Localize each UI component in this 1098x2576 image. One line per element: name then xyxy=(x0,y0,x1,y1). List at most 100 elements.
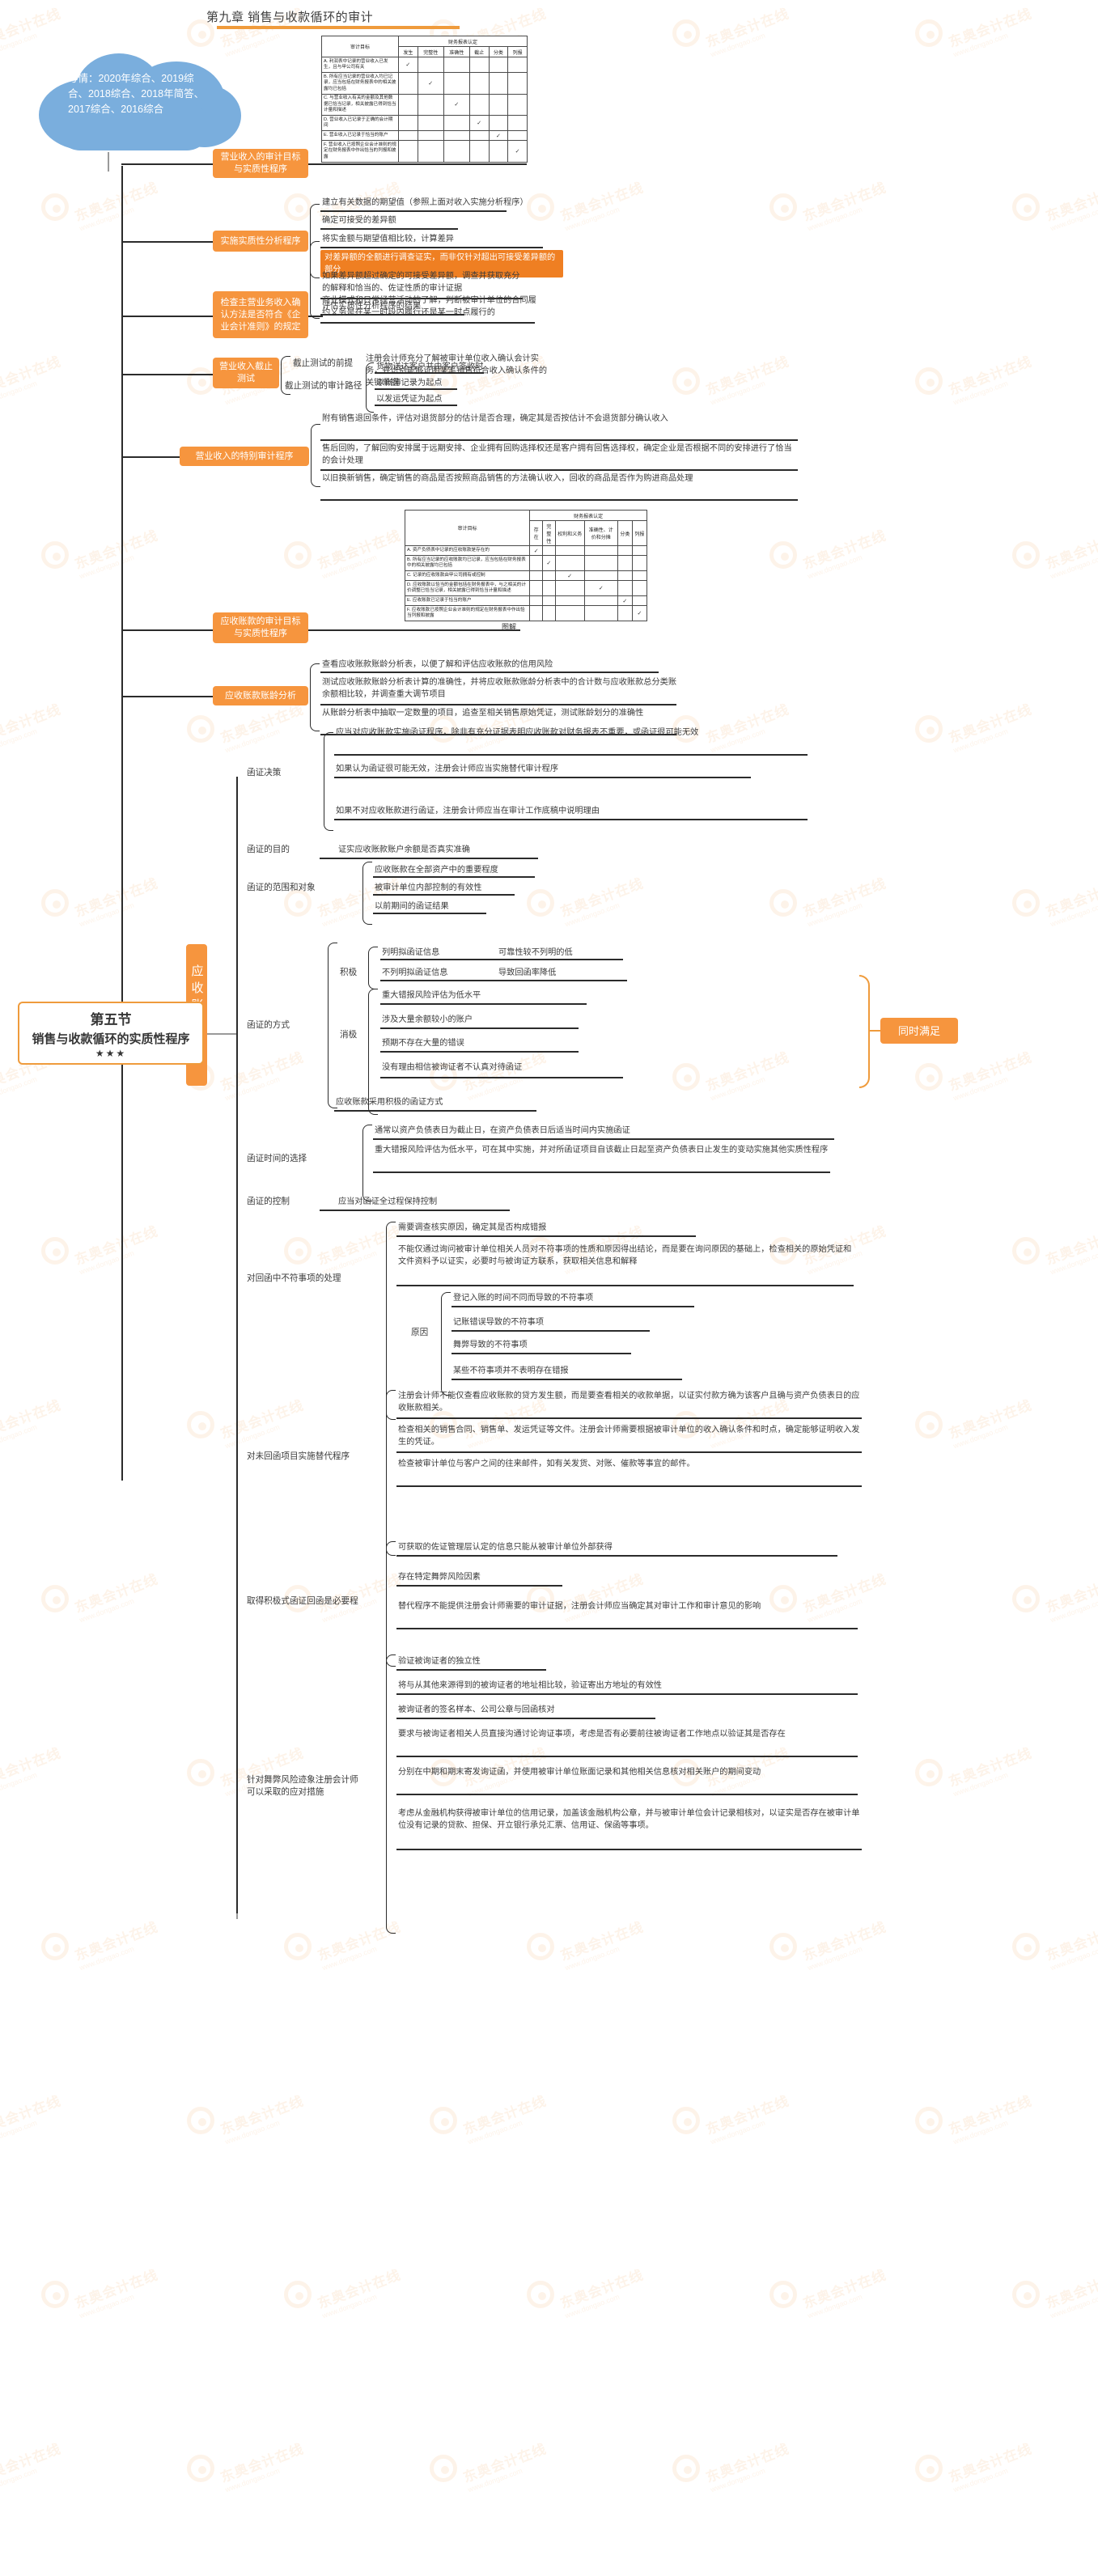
leaf-item: 应收账款在全部资产中的重要程度 xyxy=(375,866,498,875)
branch-revenue-objective[interactable]: 营业收入的审计目标与实质性程序 xyxy=(213,149,308,178)
central-topic-title: 销售与收款循环的实质性程序 xyxy=(32,1032,190,1046)
row-label: D. 营业收入已记录于正确的会计期间 xyxy=(321,115,399,131)
leaf-item: 被询证者的签名样本、公司公章与回函核对 xyxy=(398,1705,555,1714)
underline xyxy=(320,469,798,471)
row-label: A. 利润表中记录的营业收入已发生，且与甲公司有关 xyxy=(321,57,399,73)
branch-special-procedures[interactable]: 营业收入的特别审计程序 xyxy=(180,447,309,466)
watermark-logo-icon xyxy=(915,367,943,395)
underline xyxy=(396,1417,862,1419)
watermark-logo-icon xyxy=(915,2455,943,2482)
th-row-header: 审计目标 xyxy=(404,510,531,546)
branch-label: 应收账款账龄分析 xyxy=(225,690,296,701)
connector-elbow xyxy=(310,241,320,319)
th-occurrence: 发生 xyxy=(398,46,418,57)
watermark-logo-icon xyxy=(915,2107,943,2134)
underline xyxy=(396,1669,546,1671)
watermark-logo-icon xyxy=(915,1063,943,1091)
branch-cutoff-test[interactable]: 营业收入截止测试 xyxy=(213,358,279,388)
th-classification: 分类 xyxy=(617,520,633,546)
sub-label-decision: 函证决策 xyxy=(247,768,282,777)
connector-elbow xyxy=(324,732,333,831)
connector-elbow xyxy=(310,663,320,731)
watermark-logo-icon xyxy=(672,2455,701,2482)
watermark-logo-icon xyxy=(769,193,798,221)
leaf-item: 检查相关的销售合同、销售单、发运凭证等文件。注册会计师需要根据被审计单位的收入确… xyxy=(398,1426,860,1447)
leaf-item: 不列明拟函证信息 xyxy=(382,968,448,977)
leaf-item: 可靠性较不列明的低 xyxy=(498,948,573,957)
sub-label: 截止测试的审计路径 xyxy=(285,381,362,391)
central-topic[interactable]: 第五节 销售与收款循环的实质性程序 ★★★ xyxy=(18,1002,204,1065)
underline xyxy=(380,980,627,981)
leaf-item: 通常以资产负债表日为截止日，在资产负债表日后适当时间内实施函证 xyxy=(375,1126,630,1135)
table-row: F. 应收账款已按照企业会计准则的规定在财务报表中作出恰当列报和披露✓ xyxy=(404,605,648,621)
branch-revenue-recognition[interactable]: 检查主营业务收入确认方法是否符合《企业会计准则》的规定 xyxy=(213,291,308,338)
th-col-group: 财务报表认定 xyxy=(398,36,528,47)
central-topic-stars: ★★★ xyxy=(95,1047,127,1059)
leaf-item: 应当对应收账款实施函证程序，除非有充分证据表明应收账款对财务报表不重要，或函证很… xyxy=(336,728,699,737)
underline xyxy=(396,1756,858,1757)
branch-analytical-procedures[interactable]: 实施实质性分析程序 xyxy=(213,231,308,252)
connector-elbow xyxy=(366,362,374,413)
leaf-item: 如果认为函证很可能无效，注册会计师应当实施替代审计程序 xyxy=(336,765,559,773)
connector xyxy=(121,316,214,317)
branch-aging-analysis[interactable]: 应收账款账龄分析 xyxy=(213,686,308,705)
leaf-item: 涉及大量余额较小的账户 xyxy=(382,1015,473,1024)
leaf-item: 检查被审计单位与客户之间的往来邮件，如有关发货、对账、催款等事宜的邮件。 xyxy=(398,1460,695,1468)
watermark-logo-icon xyxy=(41,193,70,221)
watermark-logo-icon xyxy=(915,19,943,47)
underline xyxy=(375,388,457,390)
watermark-logo-icon xyxy=(672,1063,701,1091)
connector-elbow xyxy=(386,1390,396,1556)
th-accuracy: 准确性 xyxy=(443,46,470,57)
leaf-item: 存在特定舞弊风险因素 xyxy=(398,1573,481,1582)
row-label: B. 所有应当记录的应收账款均已记录，应当包括在财务报表中的相关披露均已包括 xyxy=(404,555,531,571)
badge-connector xyxy=(870,1030,880,1032)
underline xyxy=(396,1794,858,1795)
watermark-logo-icon xyxy=(430,2455,458,2482)
confirmation-spine xyxy=(236,777,238,1913)
underline xyxy=(396,1628,858,1629)
underline xyxy=(375,372,484,374)
badge-label: 同时满足 xyxy=(897,1024,940,1037)
leaf-item: 注册会计师不能仅查看应收账款的贷方发生额，而是要查看相关的收款单据，以证实付款方… xyxy=(398,1392,860,1413)
leaf-item: 如果不对应收账款进行函证，注册会计师应当在审计工作底稿中说明理由 xyxy=(336,807,600,816)
watermark-logo-icon xyxy=(672,367,701,395)
leaf-item: 附有销售退回条件，评估对退货部分的估计是否合理，确定其是否按估计不会退货部分确认… xyxy=(322,414,668,423)
underline xyxy=(380,1003,587,1005)
connector xyxy=(121,456,181,458)
watermark-logo-icon xyxy=(284,541,312,569)
watermark-logo-icon xyxy=(1012,193,1041,221)
underline xyxy=(320,439,798,441)
watermark-logo-icon xyxy=(915,1411,943,1438)
leaf-item: 将与从其他来源得到的被询证者的地址相比较，验证寄出方地址的有效性 xyxy=(398,1681,662,1690)
connector xyxy=(308,163,527,165)
underline xyxy=(320,247,543,248)
underline xyxy=(373,913,486,914)
leaf-item: 评估实质性分析程序的结果 xyxy=(322,302,422,311)
exam-info-cloud: 考情：2020年综合、2019综合、2018综合、2018年简答、2017综合、… xyxy=(24,47,251,152)
branch-receivable-objective[interactable]: 应收账款的审计目标与实质性程序 xyxy=(213,612,308,643)
callout-arrow xyxy=(379,263,390,270)
sub-label-reason: 原因 xyxy=(411,1328,429,1337)
underline xyxy=(320,322,535,324)
underline xyxy=(320,858,538,859)
leaf-item: 可获取的佐证管理层认定的信息只能从被审计单位外部获得 xyxy=(398,1543,613,1552)
watermark-logo-icon xyxy=(527,889,555,917)
underline xyxy=(373,1171,830,1173)
connector-elbow xyxy=(311,424,320,487)
connector xyxy=(121,374,214,375)
underline xyxy=(396,1849,862,1850)
watermark-logo-icon xyxy=(187,2107,215,2134)
